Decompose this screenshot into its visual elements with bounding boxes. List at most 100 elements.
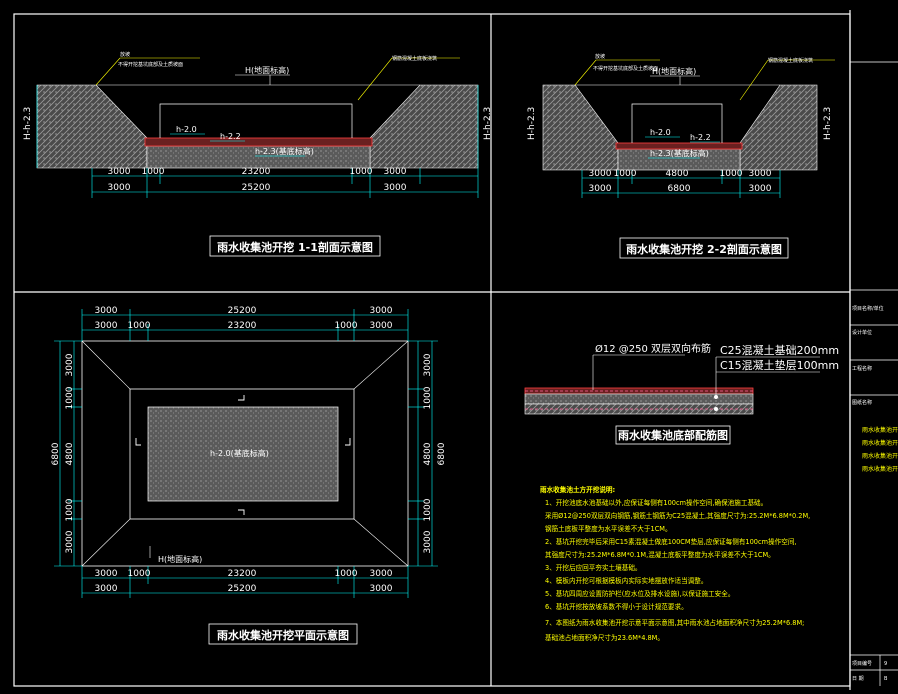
layer1-label: C25混凝土基础200mm: [720, 343, 839, 357]
note-line-6: 4、模板内开挖可根据模板内实际实地摆放作适当调整。: [545, 576, 707, 585]
s22-leader-left-1: 放坡: [595, 53, 605, 60]
plan-left-3: 1000: [65, 498, 75, 521]
plan-title: 雨水收集池开挖平面示意图: [217, 628, 349, 642]
plan-top2-2: 23200: [228, 321, 257, 331]
s11-d1-4: 3000: [384, 167, 407, 177]
tb-bottom-value-2: B: [884, 676, 888, 682]
plan-top1-1: 25200: [228, 306, 257, 316]
note-line-1: 采用Ø12@250双层双向钢筋,钢筋土钢筋为C25混凝土,其强度尺寸为:25.2…: [545, 511, 810, 520]
s22-side-right: H-h-2.3: [823, 107, 833, 140]
s11-d2-0: 3000: [108, 183, 131, 193]
s11-label-H: H(地面标高): [245, 65, 289, 75]
plan-left-1: 1000: [65, 386, 75, 409]
plan-top2-4: 3000: [370, 321, 393, 331]
soil-left-1-1: [36, 84, 148, 169]
plan-bot1-1: 1000: [128, 569, 151, 579]
s11-label-h22: h-2.2: [220, 132, 241, 141]
note-line-8: 6、基坑开挖按放坡系数不得小于设计规范要求。: [545, 602, 688, 611]
s11-label-h20: h-2.0: [176, 125, 197, 134]
s22-d1-4: 3000: [749, 169, 772, 179]
detail-title: 雨水收集池底部配筋图: [618, 428, 728, 442]
s11-side-right: H-h-2.3: [483, 107, 493, 140]
soil-right-1-1: [369, 84, 479, 169]
s22-d1-3: 1000: [720, 169, 743, 179]
plan-bot1-2: 23200: [228, 569, 257, 579]
tb-yellow-3: 雨水收集池开挖: [862, 465, 898, 473]
plan-left-2: 4800: [65, 442, 75, 465]
s11-d2-1: 25200: [242, 183, 271, 193]
plan-bot1-3: 1000: [335, 569, 358, 579]
plan-top1-2: 3000: [370, 306, 393, 316]
plan-left-total: 6800: [51, 442, 61, 465]
note-line-0: 1、开挖池底水池基础以外,应保证每侧有100cm操作空间,确保池施工基础。: [545, 498, 767, 507]
tb-bottom-label-2: 日 期: [852, 676, 864, 682]
tb-yellow-0: 雨水收集池开挖: [862, 426, 898, 434]
bottom-reinforcement-detail: Ø12 @250 双层双向布筋 C25混凝土基础200mm C15混凝土垫层10…: [524, 342, 839, 445]
s11-d1-2: 23200: [242, 167, 271, 177]
tb-label-drawing: 工程名称: [852, 365, 872, 372]
tb-label-content: 图纸名称: [852, 399, 872, 406]
soil-left-2-2: [542, 84, 619, 171]
plan-right-2: 4800: [423, 442, 433, 465]
rebar-label: Ø12 @250 双层双向布筋: [595, 342, 711, 355]
plan-bot2-0: 3000: [95, 584, 118, 594]
s11-d2-2: 3000: [384, 183, 407, 193]
section-1-1: 放坡 不得开挖基坑底部及土质坡面 钢筋混凝土底板浇筑 H(地面标高) h-2.0…: [23, 51, 493, 257]
s11-leader-left-1: 放坡: [120, 51, 130, 58]
note-line-10: 基础池占地面积净尺寸为23.6M*4.8M。: [545, 633, 664, 642]
tb-bottom-label-1: 项目编号: [852, 660, 872, 667]
s11-label-h23: h-2.3(基底标高): [255, 146, 314, 156]
title-block: 项目名称/单位 设计单位 工程名称 图纸名称 雨水收集池开挖 雨水收集池开挖 雨…: [850, 61, 898, 686]
plan-ground-label: H(地面标高): [158, 554, 202, 564]
plan-top2-3: 1000: [335, 321, 358, 331]
tb-yellow-2: 雨水收集池开挖: [862, 452, 898, 460]
slab-2-2: [615, 142, 743, 150]
excavation-notes: 雨水收集池土方开挖说明: 1、开挖池底水池基础以外,应保证每侧有100cm操作空…: [540, 485, 810, 642]
plan-view: h-2.0(基底标高) H(地面标高): [51, 306, 447, 645]
plan-bot2-1: 25200: [228, 584, 257, 594]
plan-left-0: 3000: [65, 353, 75, 376]
section-2-2: 放坡 不得开挖基坑底部及土质坡面 钢筋混凝土底板浇筑 H(地面标高) h-2.0…: [527, 53, 835, 259]
plan-right-total: 6800: [437, 442, 447, 465]
tb-label-design: 设计单位: [852, 329, 872, 336]
s22-label-h20: h-2.0: [650, 128, 671, 137]
s22-label-H: H(地面标高): [652, 66, 696, 76]
plan-bot1-0: 3000: [95, 569, 118, 579]
s11-d1-1: 1000: [142, 167, 165, 177]
notes-heading: 雨水收集池土方开挖说明:: [540, 485, 615, 494]
s11-title: 雨水收集池开挖 1-1剖面示意图: [217, 240, 373, 254]
plan-top2-1: 1000: [128, 321, 151, 331]
note-line-7: 5、基坑四周应设置防护栏(应水位及排水设施),以保证施工安全。: [545, 589, 734, 598]
plan-bot1-4: 3000: [370, 569, 393, 579]
slab-1-1: [144, 137, 373, 147]
s22-leader-left-2: 不得开挖基坑底部及土质坡面: [593, 65, 658, 72]
plan-top2-0: 3000: [95, 321, 118, 331]
plan-right-1: 1000: [423, 386, 433, 409]
tb-yellow-1: 雨水收集池开挖: [862, 439, 898, 447]
note-line-3: 2、基坑开挖完毕后采用C15素混凝土做底100CM垫层,应保证每侧有100cm操…: [545, 537, 797, 546]
plan-right-0: 3000: [423, 353, 433, 376]
note-line-5: 3、开挖后应回平夯实土壤基础。: [545, 563, 642, 572]
s11-d1-0: 3000: [108, 167, 131, 177]
plan-bot2-2: 3000: [370, 584, 393, 594]
tb-label-project: 项目名称/单位: [852, 305, 884, 312]
s22-d1-1: 1000: [614, 169, 637, 179]
s22-d1-0: 3000: [589, 169, 612, 179]
plan-left-4: 3000: [65, 530, 75, 553]
s22-label-h22: h-2.2: [690, 133, 711, 142]
s11-d1-3: 1000: [350, 167, 373, 177]
note-line-2: 钢筋土底板平整度为水平误差不大于1CM。: [545, 524, 672, 533]
s11-side-left: H-h-2.3: [23, 107, 33, 140]
s22-title: 雨水收集池开挖 2-2剖面示意图: [626, 242, 782, 256]
s22-d2-1: 6800: [668, 184, 691, 194]
plan-pit: [147, 406, 339, 502]
s11-leader-left-2: 不得开挖基坑底部及土质坡面: [118, 61, 183, 68]
plan-right-3: 1000: [423, 498, 433, 521]
s22-d2-2: 3000: [749, 184, 772, 194]
s22-leader-right: 钢筋混凝土底板浇筑: [768, 57, 813, 64]
note-line-4: 其强度尺寸为:25.2M*6.8M*0.1M,混凝土底板平整度为水平误差不大于1…: [545, 550, 775, 559]
note-line-9: 7、本图纸为雨水收集池开挖示意平面示意图,其中雨水池占地面积净尺寸为25.2M*…: [545, 618, 804, 627]
s22-side-left: H-h-2.3: [527, 107, 537, 140]
s22-d1-2: 4800: [666, 169, 689, 179]
